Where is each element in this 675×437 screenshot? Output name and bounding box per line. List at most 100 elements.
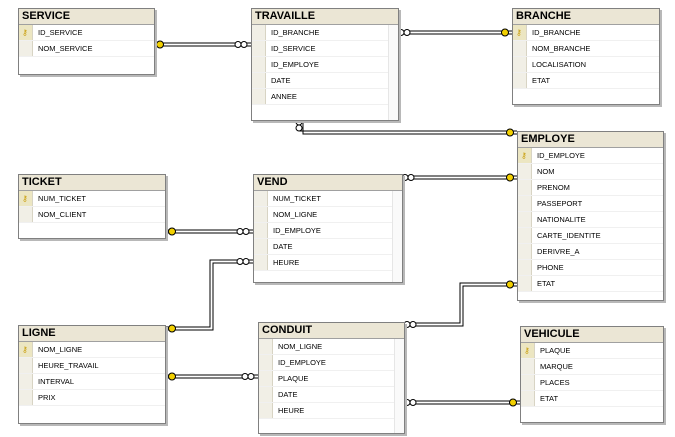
field-row[interactable]: PRIX [19, 390, 165, 406]
field-row[interactable]: HEURE [259, 403, 404, 419]
row-selector[interactable] [254, 223, 268, 238]
row-selector[interactable] [254, 239, 268, 254]
row-selector[interactable] [19, 25, 33, 40]
field-row[interactable]: PLAQUE [259, 371, 404, 387]
field-row[interactable]: PLACES [521, 375, 663, 391]
scrollbar[interactable] [392, 191, 402, 282]
field-row[interactable]: NATIONALITE [518, 212, 663, 228]
field-name: NUM_TICKET [273, 194, 321, 203]
field-row[interactable]: ETAT [513, 73, 659, 89]
row-selector[interactable] [513, 73, 527, 88]
field-row[interactable]: ID_EMPLOYE [259, 355, 404, 371]
row-selector[interactable] [513, 41, 527, 56]
field-row[interactable]: NOM_LIGNE [259, 339, 404, 355]
field-row[interactable]: ID_EMPLOYE [254, 223, 402, 239]
row-selector[interactable] [521, 359, 535, 374]
row-selector[interactable] [252, 89, 266, 104]
row-selector[interactable] [513, 25, 527, 40]
field-row[interactable]: DERIVRE_A [518, 244, 663, 260]
row-selector[interactable] [19, 374, 33, 389]
field-row[interactable]: NOM [518, 164, 663, 180]
row-selector[interactable] [19, 390, 33, 405]
row-selector[interactable] [252, 41, 266, 56]
field-row[interactable]: NUM_TICKET [254, 191, 402, 207]
field-name: MARQUE [540, 362, 573, 371]
row-selector[interactable] [518, 180, 532, 195]
row-selector[interactable] [19, 41, 33, 56]
field-row[interactable]: DATE [254, 239, 402, 255]
field-name: ETAT [540, 394, 559, 403]
row-selector[interactable] [518, 148, 532, 163]
scrollbar[interactable] [394, 339, 404, 433]
field-row[interactable]: PHONE [518, 260, 663, 276]
field-row[interactable]: ⚷ID_EMPLOYE [518, 148, 663, 164]
field-row[interactable]: ⚷NOM_LIGNE [19, 342, 165, 358]
row-selector[interactable] [259, 403, 273, 418]
field-name: NOM_BRANCHE [532, 44, 591, 53]
field-row[interactable]: LOCALISATION [513, 57, 659, 73]
field-row[interactable]: MARQUE [521, 359, 663, 375]
field-row[interactable]: ⚷ID_SERVICE [19, 25, 154, 41]
row-selector[interactable] [518, 196, 532, 211]
field-row[interactable]: ID_SERVICE [252, 41, 398, 57]
row-selector[interactable] [518, 244, 532, 259]
field-row[interactable]: ⚷NUM_TICKET [19, 191, 165, 207]
row-selector[interactable] [513, 57, 527, 72]
field-row[interactable]: ANNEE [252, 89, 398, 105]
field-row[interactable]: ETAT [518, 276, 663, 292]
field-row[interactable]: NOM_BRANCHE [513, 41, 659, 57]
row-selector[interactable] [252, 25, 266, 40]
row-selector[interactable] [19, 358, 33, 373]
row-selector[interactable] [254, 255, 268, 270]
row-selector[interactable] [521, 375, 535, 390]
row-selector[interactable] [518, 212, 532, 227]
field-row[interactable]: PRENOM [518, 180, 663, 196]
row-selector[interactable] [252, 73, 266, 88]
field-row[interactable]: DATE [252, 73, 398, 89]
row-selector[interactable] [19, 191, 33, 206]
field-row[interactable]: ID_EMPLOYE [252, 57, 398, 73]
one-end-icon [509, 398, 517, 407]
field-row[interactable]: NOM_CLIENT [19, 207, 165, 223]
row-selector[interactable] [518, 164, 532, 179]
row-selector[interactable] [521, 343, 535, 358]
field-row[interactable]: DATE [259, 387, 404, 403]
row-selector[interactable] [254, 191, 268, 206]
field-row[interactable]: HEURE [254, 255, 402, 271]
field-row[interactable]: PASSEPORT [518, 196, 663, 212]
field-name: ETAT [537, 279, 556, 288]
field-row[interactable]: INTERVAL [19, 374, 165, 390]
field-row[interactable]: ID_BRANCHE [252, 25, 398, 41]
field-row[interactable]: NOM_LIGNE [254, 207, 402, 223]
row-selector[interactable] [19, 342, 33, 357]
row-selector[interactable] [259, 339, 273, 354]
row-selector[interactable] [518, 260, 532, 275]
row-selector[interactable] [259, 387, 273, 402]
field-name: NOM [537, 167, 555, 176]
field-row[interactable]: ⚷ID_BRANCHE [513, 25, 659, 41]
row-selector[interactable] [259, 371, 273, 386]
row-selector[interactable] [254, 207, 268, 222]
scrollbar[interactable] [388, 25, 398, 120]
field-row[interactable]: ⚷PLAQUE [521, 343, 663, 359]
row-selector[interactable] [521, 391, 535, 406]
row-selector[interactable] [19, 207, 33, 222]
field-row[interactable]: ETAT [521, 391, 663, 407]
field-row[interactable]: HEURE_TRAVAIL [19, 358, 165, 374]
row-selector[interactable] [518, 276, 532, 291]
table-title: TICKET [19, 175, 165, 191]
field-row[interactable]: CARTE_IDENTITE [518, 228, 663, 244]
row-selector[interactable] [518, 228, 532, 243]
field-row[interactable]: NOM_SERVICE [19, 41, 154, 57]
row-selector[interactable] [259, 355, 273, 370]
row-selector[interactable] [252, 57, 266, 72]
